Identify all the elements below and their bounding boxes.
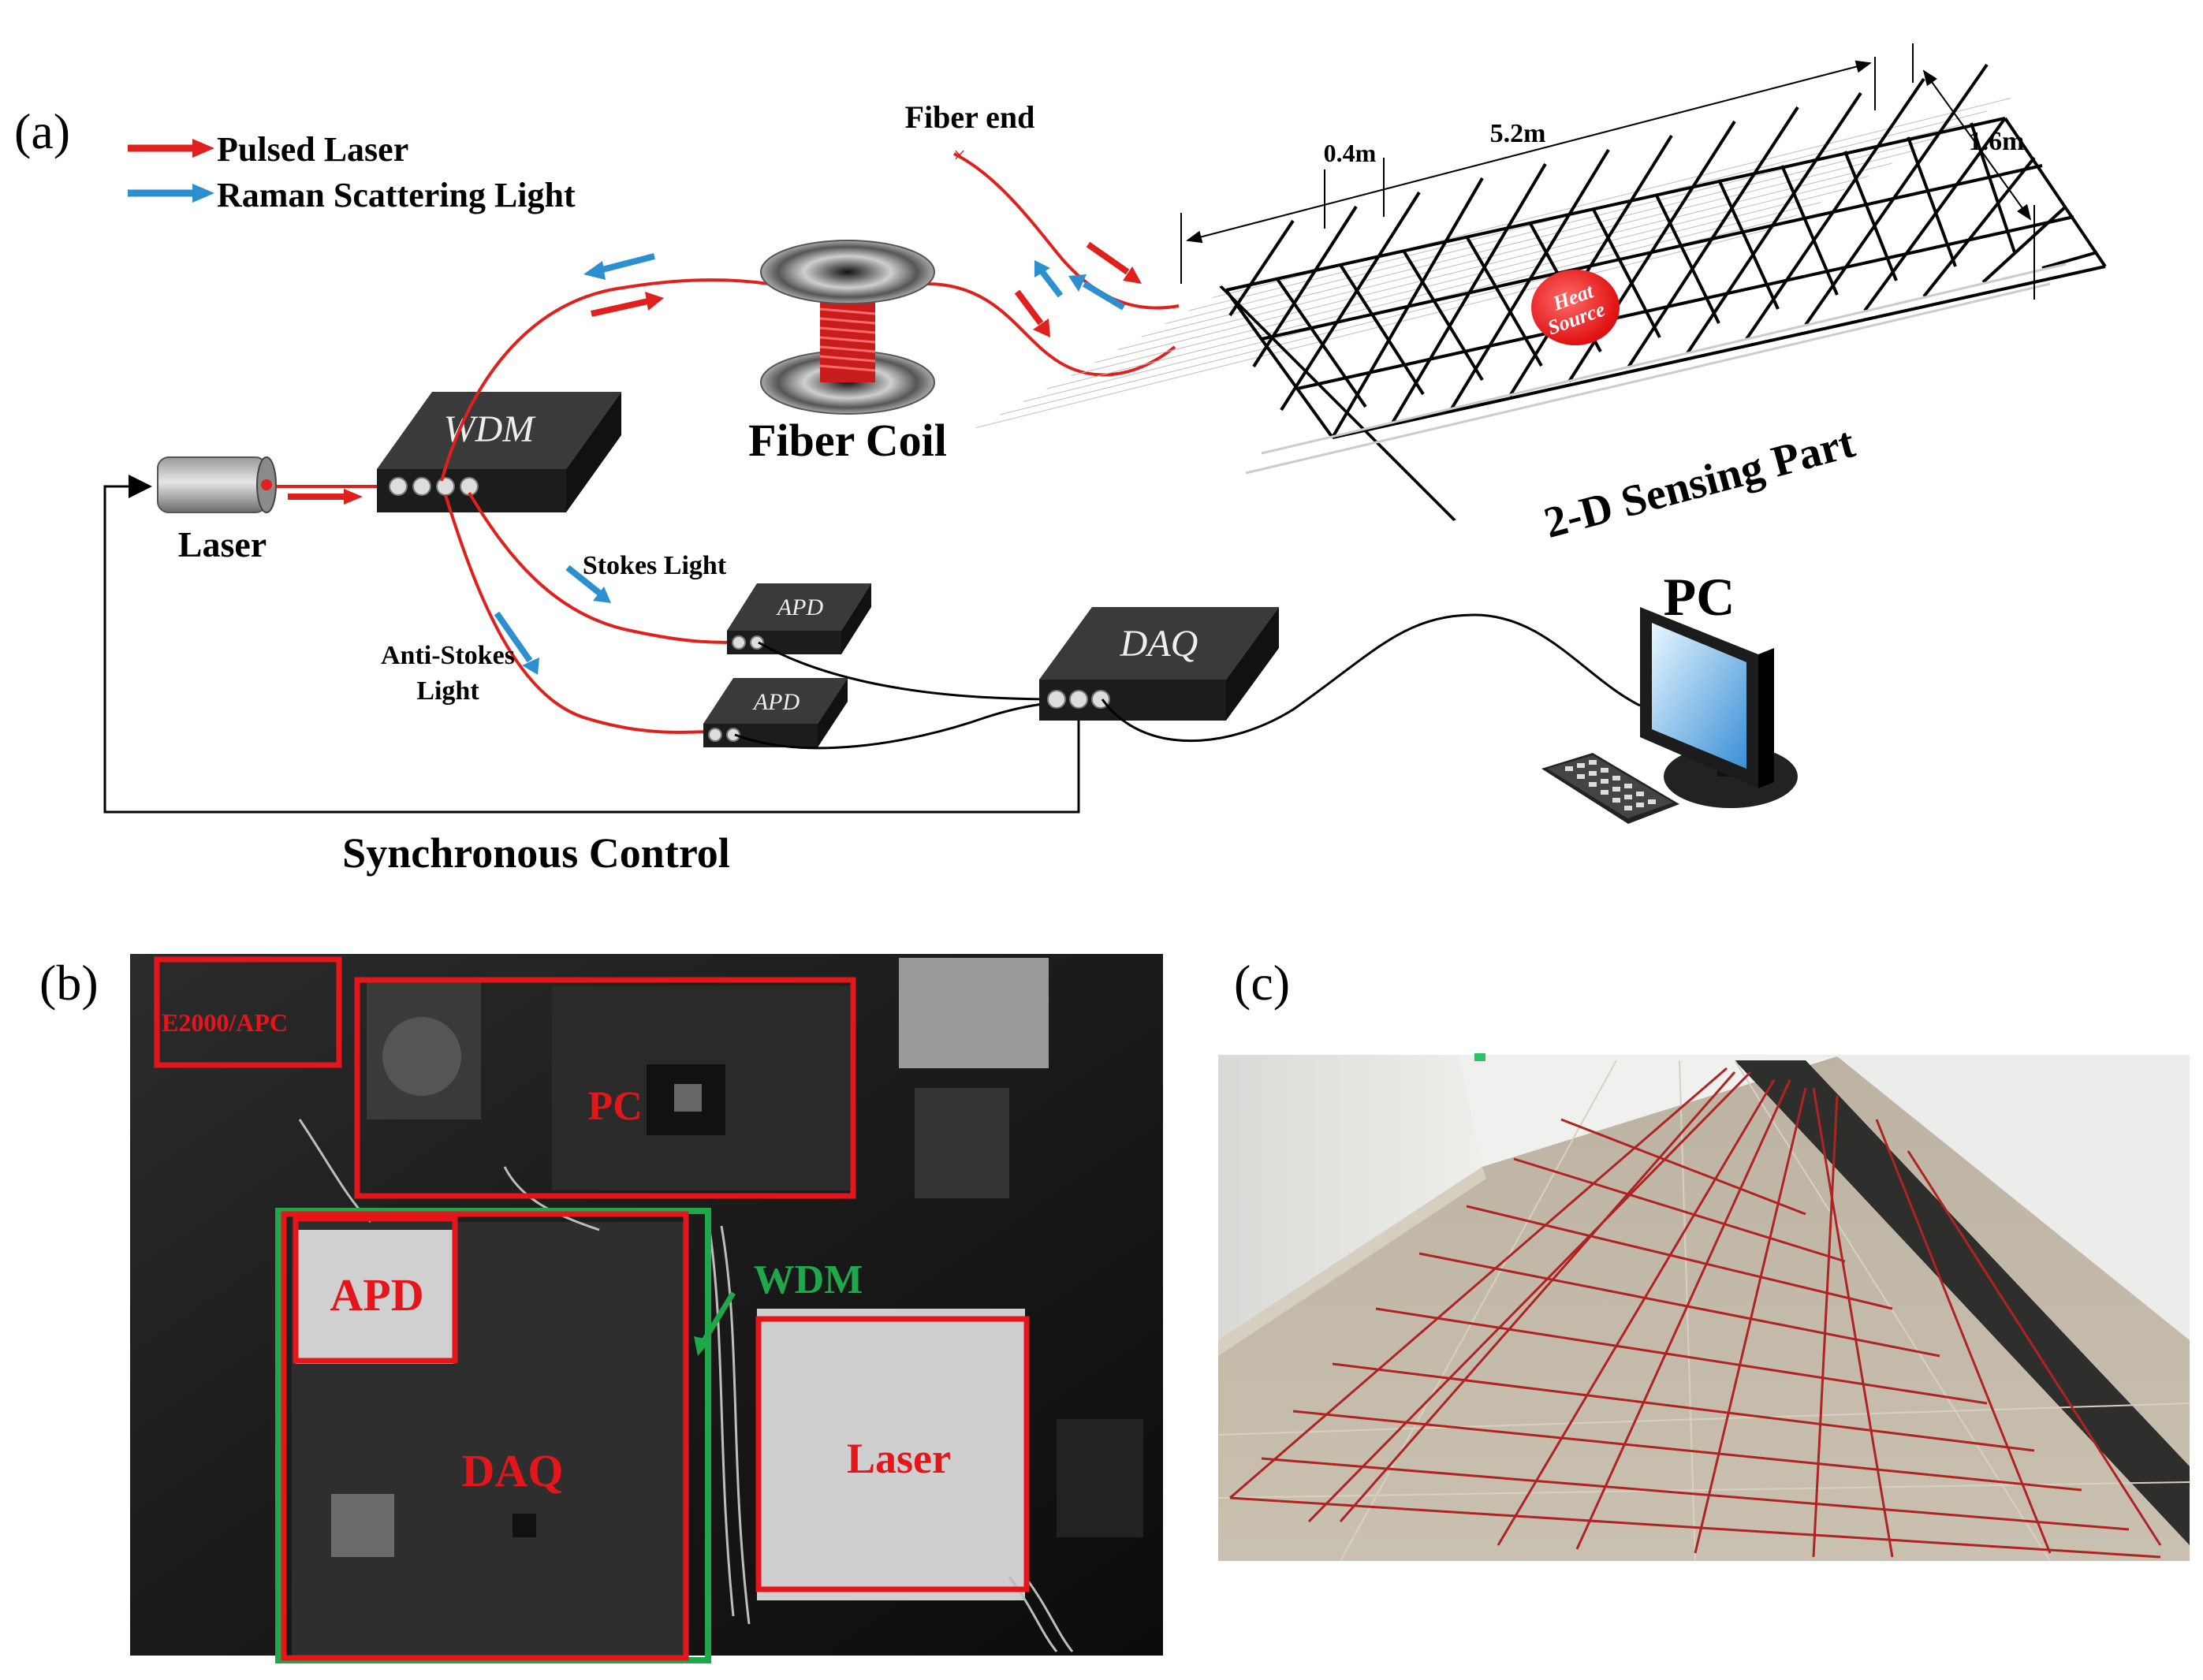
laser-device: Laser	[157, 456, 277, 564]
fiber-end-strand	[953, 152, 1180, 310]
box-e2000: E2000/APC	[154, 956, 342, 1068]
dim-width-line	[1922, 69, 2032, 221]
dim-length-label: 5.2m	[1490, 119, 1546, 148]
arrow-pulsed-laser-out	[288, 489, 363, 505]
heat-source	[1531, 270, 1620, 345]
dim-length-line	[1186, 60, 1872, 244]
fiber-end-label: Fiber end	[905, 99, 1035, 135]
dim-width-label: 1.6m	[1969, 127, 2025, 156]
fiber-coil: Fiber Coil	[748, 240, 947, 466]
sensing-grid-shadow-lines	[1245, 263, 2067, 475]
arrow-stokes	[565, 564, 611, 603]
wdm-port	[412, 477, 431, 496]
wdm-pointer-label: WDM	[754, 1257, 863, 1302]
sync-control-label: Synchronous Control	[342, 829, 730, 877]
wdm-port	[436, 477, 455, 496]
arrow-anti-stokes	[494, 611, 539, 675]
box-daq-outline	[281, 1211, 689, 1661]
box-daq-group: DAQ	[275, 1208, 711, 1663]
laser-label: Laser	[178, 524, 267, 564]
daq-box: DAQ	[1039, 607, 1279, 721]
sensing-part-label: 2-D Sensing Part	[1539, 418, 1860, 548]
legend: Pulsed Laser Raman Scattering Light	[128, 130, 576, 214]
box-pc: PC	[354, 977, 856, 1199]
apd-lower-label: APD	[752, 689, 800, 715]
stokes-label: Stokes Light	[583, 551, 727, 580]
photo-hardware	[130, 954, 1163, 1656]
wdm-label: WDM	[444, 408, 537, 450]
wdm-pointer: WDM	[694, 1257, 863, 1356]
fiber-anti-stokes	[444, 494, 714, 734]
legend-raman-arrowhead	[192, 184, 214, 203]
apd-lower: APD	[703, 678, 848, 747]
arrow-raman-backward-2	[1034, 260, 1064, 298]
cable-daq-pc	[1101, 613, 1641, 743]
anti-stokes-label-1: Anti-Stokes	[381, 641, 515, 670]
legend-raman-label: Raman Scattering Light	[217, 176, 576, 214]
box-apd: APD	[293, 1216, 458, 1364]
panel-b-label: (b)	[39, 955, 99, 1011]
photo-corridor	[1217, 1053, 2190, 1562]
cable-apd-upper-daq	[758, 641, 1059, 701]
legend-pulsed-arrowhead	[192, 139, 214, 158]
sync-control-loop: Synchronous Control	[103, 475, 1080, 877]
box-e2000-label: E2000/APC	[162, 1008, 288, 1037]
arrow-pulsed-forward-1	[591, 292, 664, 317]
box-apd-label: APD	[330, 1269, 423, 1321]
fiber-coil-to-sensing	[926, 282, 1176, 377]
box-laser: Laser	[755, 1316, 1030, 1592]
arrow-raman-backward-1	[583, 253, 655, 280]
apd-upper-label: APD	[776, 594, 824, 620]
arrow-raman-backward-3	[1068, 274, 1126, 311]
apd-upper: APD	[727, 583, 871, 654]
daq-label: DAQ	[1120, 623, 1198, 665]
box-daq-label: DAQ	[462, 1445, 564, 1496]
wdm-port	[389, 477, 408, 496]
dim-spacing-label: 0.4m	[1324, 139, 1377, 167]
arrow-pulsed-forward-2	[1014, 289, 1050, 337]
wdm-port	[460, 477, 479, 496]
box-pc-label: PC	[587, 1084, 642, 1129]
sensing-grid-lines	[1219, 285, 1456, 521]
pc-computer: PC	[1541, 567, 1798, 824]
fiber-end-mark: ×	[953, 143, 966, 168]
corridor-fiber-grid	[1229, 1067, 2162, 1559]
legend-pulsed-label: Pulsed Laser	[217, 130, 408, 169]
box-laser-label: Laser	[847, 1435, 951, 1482]
dimension-lines: 5.2m 0.4m 1.6m	[1180, 43, 2035, 300]
pc-label: PC	[1664, 567, 1735, 627]
anti-stokes-label-2: Light	[416, 676, 479, 706]
panel-a-label: (a)	[14, 103, 70, 159]
fiber-stokes	[468, 491, 738, 644]
arrow-pulsed-forward-3	[1086, 241, 1142, 284]
fiber-to-coil	[440, 278, 770, 482]
wdm-box: WDM	[377, 392, 621, 512]
panel-c-label: (c)	[1234, 955, 1290, 1011]
fiber-coil-label: Fiber Coil	[748, 415, 947, 466]
